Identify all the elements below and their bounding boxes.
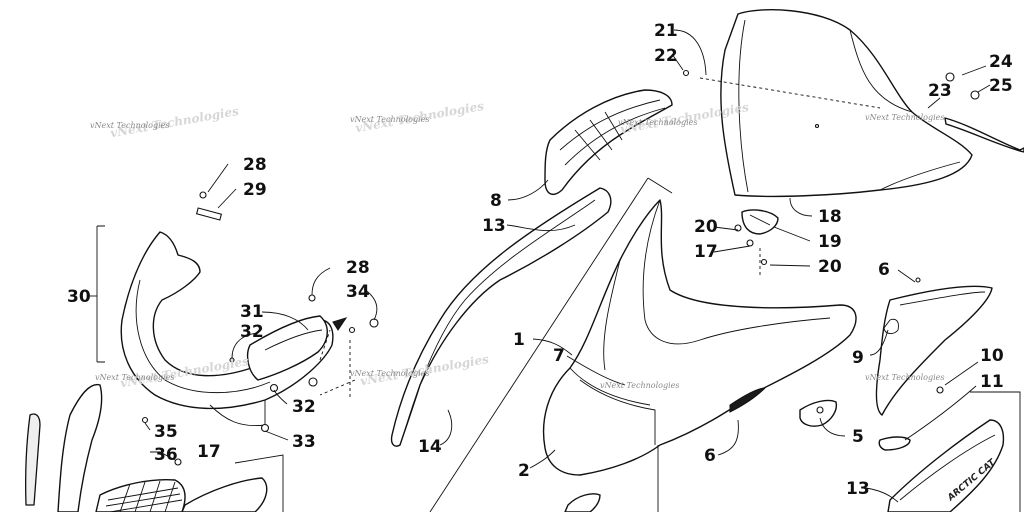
callout-2: 2 [518,461,530,481]
callout-22: 22 [654,46,678,66]
watermark: vNext Technologies [90,121,169,130]
callout-13: 13 [482,216,506,236]
callout-23: 23 [928,81,952,101]
callout-33: 33 [292,432,316,452]
watermark: vNext Technologies [600,381,679,390]
callout-25: 25 [989,76,1013,96]
callout-32: 32 [240,322,264,342]
callout-30: 30 [67,287,91,307]
small-latch [878,436,911,451]
callout-9: 8 [490,191,502,211]
callout-34: 34 [346,282,370,302]
hardware-group [141,69,980,466]
callout-29: 29 [243,180,267,200]
left-vertical-panel [24,383,103,512]
callout-1: 1 [513,330,525,350]
windshield [720,9,973,198]
callout-32: 32 [292,397,316,417]
frame-lines [96,177,1021,512]
callout-24: 24 [989,52,1013,72]
lower-grill [95,478,186,512]
callout-28: 28 [243,155,267,175]
callout-7: 6 [704,446,716,466]
callout-36: 36 [154,445,178,465]
right-side-panel [875,285,993,416]
callout-21: 21 [654,21,678,41]
watermark: vNext Technologies [865,113,944,122]
watermark: vNext Technologies [350,115,429,124]
callout-28: 28 [346,258,370,278]
upper-hood-bracket [544,89,673,196]
hood-side-strip [390,187,612,447]
callout-20: 20 [694,217,718,237]
callout-6: 6 [878,260,890,280]
callout-20: 20 [818,257,842,277]
main-hood [542,199,857,476]
callout-9: 9 [852,348,864,368]
callout-17: 17 [694,242,718,262]
watermark: vNext Technologies [350,369,429,378]
lower-left-bracket [181,477,268,512]
watermark: vNext Technologies [95,373,174,382]
callout-35: 35 [154,422,178,442]
callout-8: 7 [553,346,565,366]
windshield-bracket [741,209,779,235]
leader-lines [88,29,991,503]
lower-center-part [564,493,601,512]
watermark: vNext Technologies [618,118,697,127]
watermark: vNext Technologies [865,373,944,382]
callout-14: 14 [418,437,442,457]
callout-5: 5 [852,427,864,447]
alignment-lines [319,77,881,400]
callouts: 21 22 24 25 23 18 19 20 20 17 8 13 1 7 2… [67,21,1013,499]
callout-18: 18 [818,207,842,227]
callout-19: 19 [818,232,842,252]
lower-right-decal-panel: ARCTIC CAT [887,419,1005,512]
callout-31: 31 [240,302,264,322]
hood-latch [799,399,838,427]
callout-17: 17 [197,442,221,462]
callout-13: 13 [846,479,870,499]
callout-11: 11 [980,372,1004,392]
mirror-rod [944,117,1024,153]
callout-10: 10 [980,346,1004,366]
